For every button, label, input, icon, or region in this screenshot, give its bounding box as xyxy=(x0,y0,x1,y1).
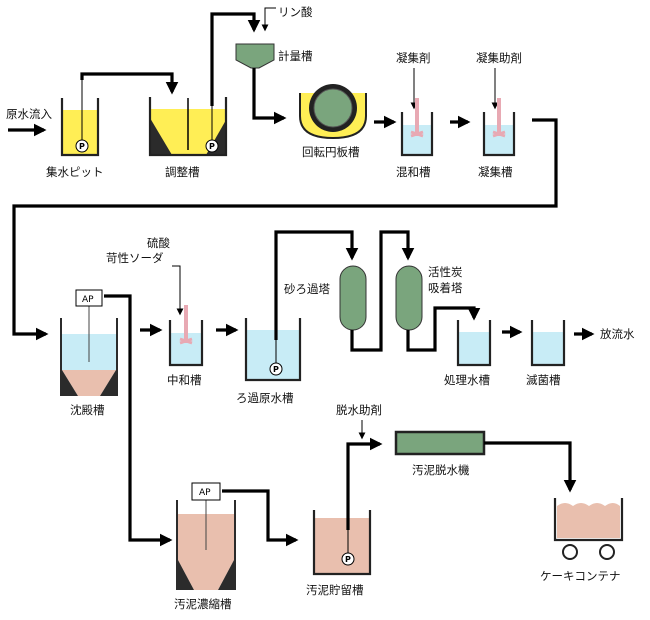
sedimentation-tank-sludge xyxy=(62,370,116,396)
mixing-tank xyxy=(400,98,434,157)
treated-water-tank-label: 処理水槽 xyxy=(444,373,490,387)
flow-arrow-icon xyxy=(406,306,481,352)
flow-arrow-icon xyxy=(222,489,299,547)
flow-arrow-icon xyxy=(12,118,558,341)
adjustment-tank-sludge xyxy=(150,118,172,155)
mixer-icon xyxy=(184,305,188,343)
sterilization-tank xyxy=(530,320,566,367)
sludge-thickening-tank-label: 汚泥濃縮槽 xyxy=(174,597,232,611)
discharge-label: 放流水 xyxy=(600,327,635,341)
air-pump-icon xyxy=(191,482,221,501)
adjustment-tank: P xyxy=(148,14,228,157)
sterilization-water xyxy=(532,332,564,365)
treated-water-tank xyxy=(456,320,492,367)
wheel-icon xyxy=(313,88,353,128)
chemical-arrow-icon xyxy=(172,265,184,316)
sand-filter-tower xyxy=(339,265,367,331)
wheel-icon xyxy=(599,544,615,560)
sterilization-tank-label: 滅菌槽 xyxy=(526,373,561,387)
pump-icon xyxy=(75,139,89,153)
wheel-icon xyxy=(562,544,578,560)
dewatering-aid-label: 脱水助剤 xyxy=(336,403,382,417)
mixer-icon xyxy=(497,98,501,136)
svg-text:AP: AP xyxy=(82,295,94,305)
treated-water xyxy=(458,332,490,365)
adsorption-tower-label: 吸着塔 xyxy=(428,281,463,295)
flow-arrow-icon xyxy=(346,437,383,530)
sulfuric-acid-label: 硫酸 xyxy=(147,236,170,250)
flow-arrow-icon xyxy=(252,68,287,125)
mixing-tank-label: 混和槽 xyxy=(396,165,431,179)
phosphoric-acid-label: リン酸 xyxy=(278,5,313,19)
sludge-storage-tank-label: 汚泥貯留槽 xyxy=(306,583,364,597)
cake-container-label: ケーキコンテナ xyxy=(540,569,621,583)
coagulation-tank-label: 凝集槽 xyxy=(478,165,513,179)
svg-text:P: P xyxy=(209,142,215,151)
pump-icon xyxy=(341,552,355,566)
neutralization-tank xyxy=(168,305,204,367)
sedimentation-tank: AP xyxy=(60,289,118,396)
adjustment-tank-label: 調整槽 xyxy=(165,165,200,179)
sludge-storage-tank: P xyxy=(312,444,372,576)
activated-carbon-tower xyxy=(395,265,423,331)
neutralization-tank-label: 中和槽 xyxy=(167,373,202,387)
metering-tank xyxy=(235,43,275,69)
air-pump-icon xyxy=(75,289,103,307)
sludge-thickening-content xyxy=(178,514,234,590)
flow-arrow-icon xyxy=(80,72,179,95)
svg-text:P: P xyxy=(79,142,85,151)
metering-tank-label: 計量槽 xyxy=(278,49,313,63)
flow-arrow-icon xyxy=(484,441,577,493)
cake-container xyxy=(553,498,624,560)
flow-arrow-icon xyxy=(210,12,261,106)
flow-arrow-icon xyxy=(274,230,359,340)
coagulation-tank xyxy=(482,98,516,157)
pump-icon xyxy=(205,139,219,153)
coagulant-label: 凝集剤 xyxy=(396,51,431,65)
pump-icon xyxy=(269,362,283,376)
chemical-arrow-icon xyxy=(261,7,276,32)
svg-text:P: P xyxy=(273,365,279,374)
sedimentation-tank-label: 沈殿槽 xyxy=(70,403,105,417)
cake-container-content xyxy=(557,503,620,538)
sand-filter-tower-label: 砂ろ過塔 xyxy=(284,282,330,296)
mixer-icon xyxy=(415,98,419,136)
coagulant-aid-label: 凝集助剤 xyxy=(476,51,522,65)
sludge-thickening-tank: AP xyxy=(176,482,236,590)
rotating-disk-tank xyxy=(299,84,367,140)
rotating-disk-tank-label: 回転円板槽 xyxy=(302,145,360,159)
activated-carbon-label: 活性炭 xyxy=(428,265,463,279)
svg-text:P: P xyxy=(345,555,351,564)
sludge-dewatering-machine-label: 汚泥脱水機 xyxy=(412,463,470,477)
filtration-raw-water-tank-label: ろ過原水槽 xyxy=(236,391,294,405)
caustic-soda-label: 苛性ソーダ xyxy=(106,251,164,265)
svg-text:AP: AP xyxy=(199,488,211,498)
sludge-dewatering-machine xyxy=(394,430,486,456)
flow-arrow-icon xyxy=(104,294,173,547)
sludge-storage-content xyxy=(314,518,370,574)
flow-arrow-icon xyxy=(350,230,415,352)
raw-water-inflow-label: 原水流入 xyxy=(6,107,52,121)
collection-pit: P xyxy=(60,80,100,157)
collection-pit-label: 集水ピット xyxy=(46,165,104,179)
filtration-raw-water-tank: P xyxy=(244,232,302,382)
